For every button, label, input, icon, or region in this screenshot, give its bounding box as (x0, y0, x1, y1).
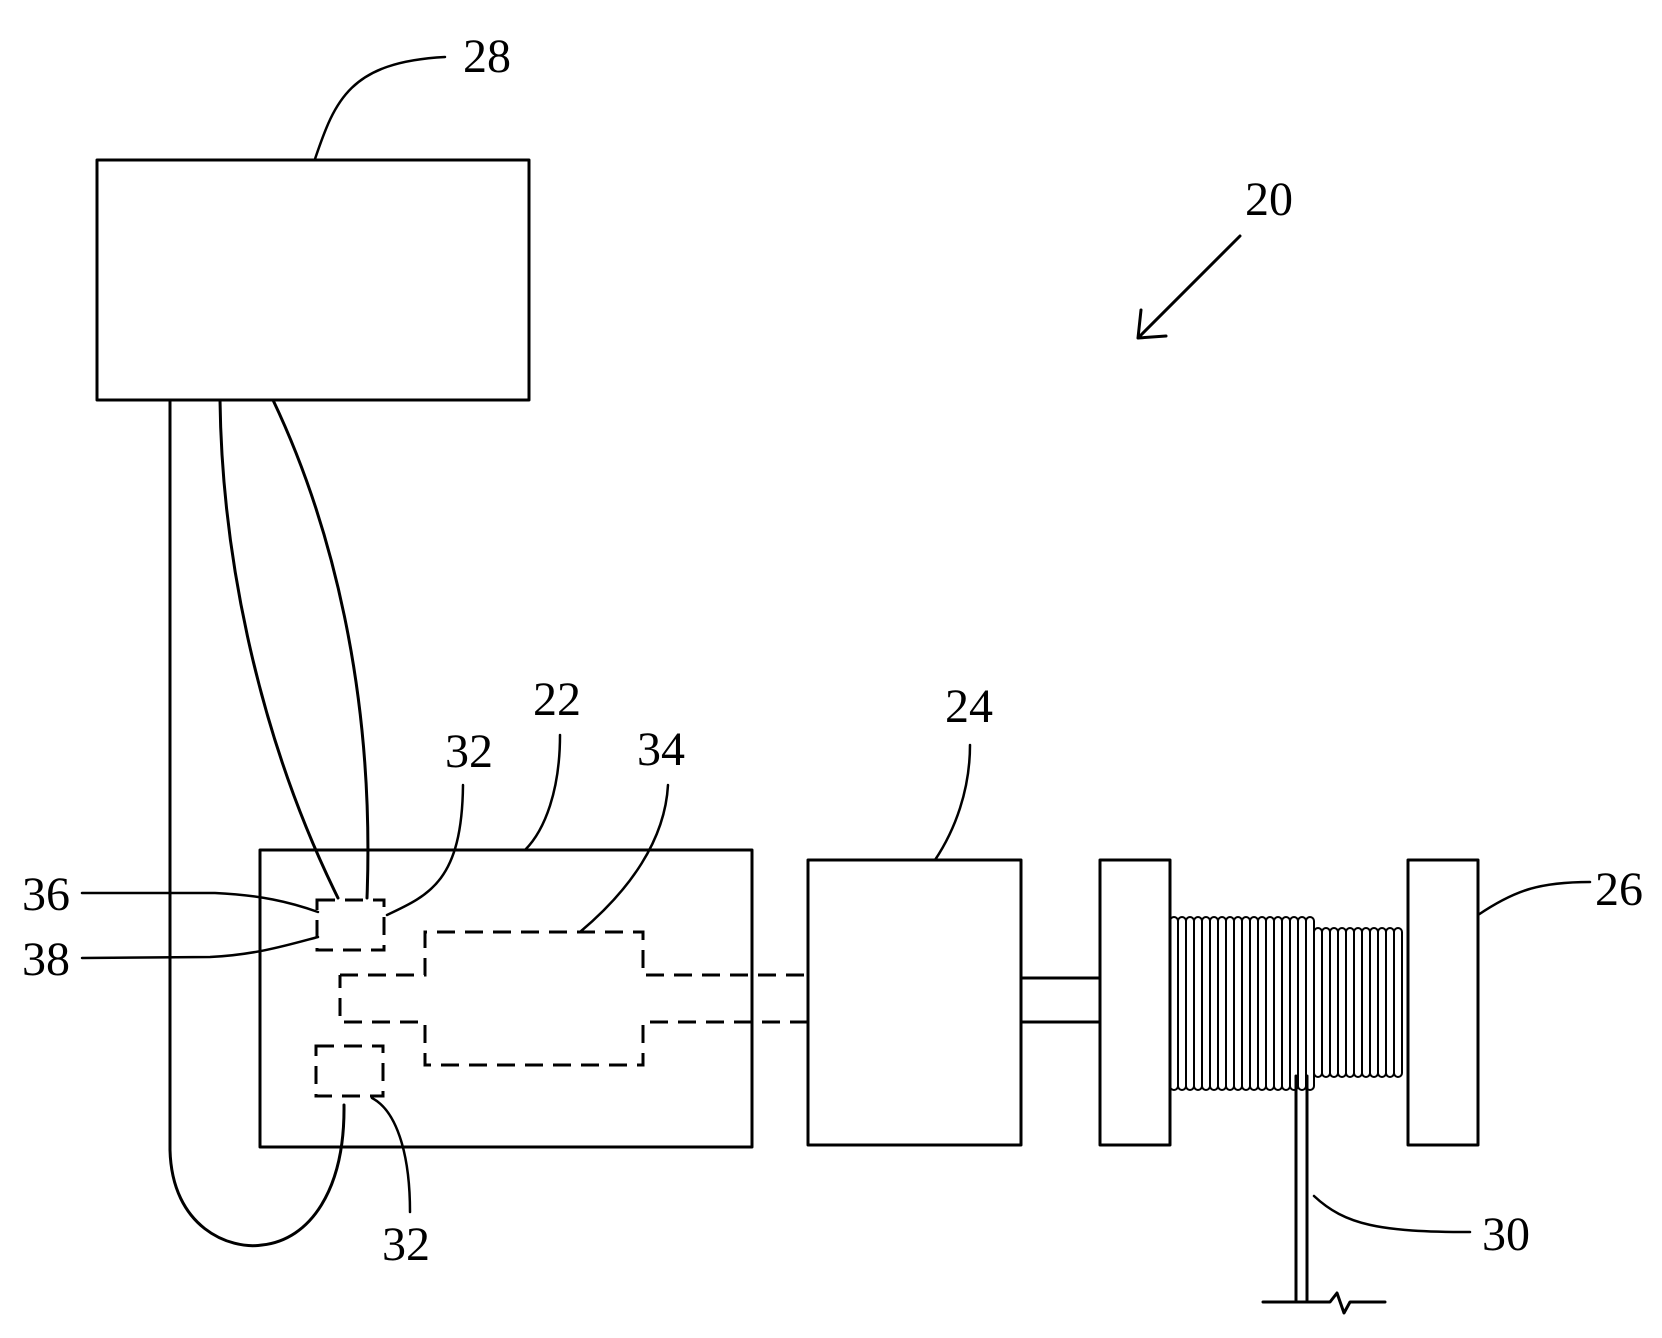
wiring (169, 400, 368, 1246)
winding-turn (1178, 917, 1186, 1090)
label-20: 20 (1245, 173, 1293, 226)
winding-turn (1234, 917, 1242, 1090)
label-36: 36 (22, 868, 70, 921)
label-28: 28 (463, 30, 511, 83)
leader-28 (315, 57, 445, 159)
cable-30: 30 (1263, 1076, 1530, 1313)
winding-turn (1282, 917, 1290, 1090)
sensor-32-upper (317, 900, 384, 950)
winding-turn (1354, 928, 1362, 1077)
motor-22: 22 32 32 34 36 38 (22, 673, 808, 1271)
label-26: 26 (1595, 863, 1643, 916)
winding-turn (1338, 928, 1346, 1077)
rotor-34 (340, 932, 808, 1065)
controller-box (97, 160, 529, 400)
winding-turn (1186, 917, 1194, 1090)
winding-turn (1202, 917, 1210, 1090)
winding-turn (1346, 928, 1354, 1077)
winding-turn (1378, 928, 1386, 1077)
label-34: 34 (637, 723, 685, 776)
winding-turn (1306, 917, 1314, 1090)
winding-turn (1242, 917, 1250, 1090)
controller-28: 28 (97, 30, 529, 400)
winding-turn (1266, 917, 1274, 1090)
leader-24 (935, 745, 970, 860)
winding-turn (1330, 928, 1338, 1077)
winding-turn (1258, 917, 1266, 1090)
system-reference: 20 (1138, 173, 1293, 338)
sensor-32-lower (316, 1046, 383, 1096)
motor-housing (260, 850, 752, 1147)
leader-34 (580, 785, 668, 932)
winding-turn (1386, 928, 1394, 1077)
wire-to-lead-38 (273, 400, 368, 898)
leader-38 (82, 937, 318, 958)
label-22: 22 (533, 673, 581, 726)
leader-36 (82, 893, 318, 912)
winding-turn (1210, 917, 1218, 1090)
winding-turn (1218, 917, 1226, 1090)
leader-26 (1478, 882, 1590, 915)
gearbox-box (808, 860, 1021, 1145)
winding-turn (1290, 917, 1298, 1090)
drum-flange-left (1100, 860, 1170, 1145)
label-24: 24 (945, 680, 993, 733)
ground-line (1263, 1293, 1385, 1313)
winding-turn (1314, 928, 1322, 1077)
system-arrow (1138, 236, 1240, 338)
winding-turn (1394, 928, 1402, 1077)
label-30: 30 (1482, 1208, 1530, 1261)
cable-windings (1170, 917, 1402, 1090)
winding-turn (1194, 917, 1202, 1090)
winding-turn (1298, 917, 1306, 1090)
leader-30 (1314, 1196, 1470, 1232)
drum-26: 26 (1100, 860, 1643, 1145)
gearbox-24: 24 (808, 680, 1021, 1145)
winding-turn (1362, 928, 1370, 1077)
label-32-upper: 32 (445, 725, 493, 778)
wire-to-lower-sensor (169, 400, 345, 1246)
winding-turn (1370, 928, 1378, 1077)
winding-turn (1250, 917, 1258, 1090)
output-shaft (1021, 978, 1100, 1022)
leader-22 (525, 735, 560, 850)
leader-32-lower (372, 1098, 410, 1212)
label-38: 38 (22, 933, 70, 986)
drum-flange-right (1408, 860, 1478, 1145)
wire-to-lead-36 (220, 400, 338, 898)
winding-turn (1226, 917, 1234, 1090)
label-32-lower: 32 (382, 1218, 430, 1271)
winding-turn (1322, 928, 1330, 1077)
winding-turn (1274, 917, 1282, 1090)
